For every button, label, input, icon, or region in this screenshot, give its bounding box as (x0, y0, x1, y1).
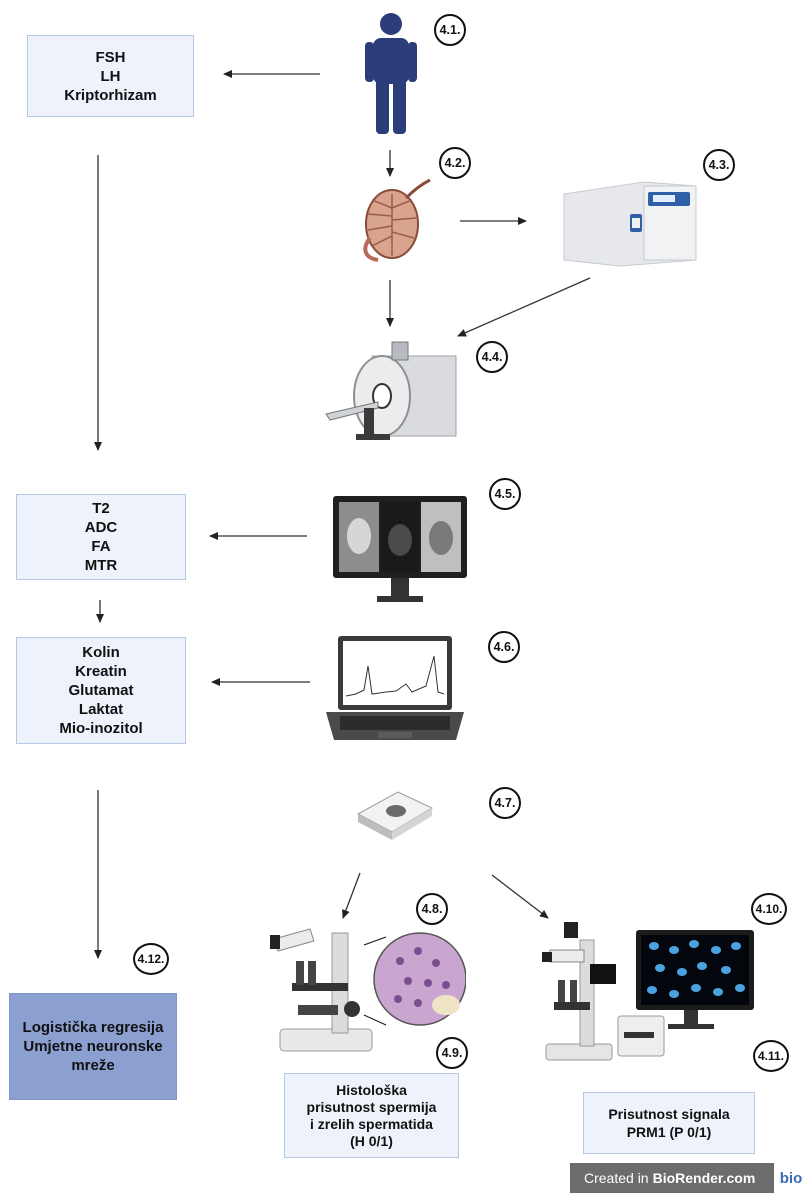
monitor-icon (333, 496, 467, 602)
box-line-prm1: PRM1 (P 0/1) (626, 1124, 712, 1140)
hormones-box: FSH LH Kriptorhizam (27, 35, 194, 117)
badge-4-3: 4.3. (703, 149, 735, 181)
arrow-scanner-to-microscope (342, 872, 361, 919)
fridge-icon (563, 181, 697, 267)
testis-icon (363, 178, 431, 262)
box-line-h01: (H 0/1) (350, 1132, 393, 1149)
slide-scanner-icon (356, 791, 434, 840)
box-line-zrelih-spermatida: i zrelih spermatida (310, 1115, 433, 1132)
box-line-kolin: Kolin (82, 644, 120, 661)
box-line-kriptorhizam: Kriptorhizam (64, 86, 157, 104)
box-line-fa: FA (91, 538, 111, 555)
box-line-lh: LH (100, 67, 121, 85)
box-line-kreatin: Kreatin (75, 663, 127, 680)
badge-4-5: 4.5. (489, 478, 521, 510)
box-line-prisutnost-signala: Prisutnost signala (608, 1106, 730, 1122)
arrow-scanner-to-fluorescence (491, 874, 549, 919)
box-line-logisticka: Logistička regresija (22, 1019, 164, 1036)
box-line-adc: ADC (84, 519, 118, 536)
box-line-fsh: FSH (95, 48, 126, 66)
badge-4-4: 4.4. (476, 341, 508, 373)
box-line-mreze: mreže (71, 1057, 115, 1074)
histology-box: Histološka prisutnost spermija i zrelih … (284, 1073, 459, 1158)
box-line-mio-inozitol: Mio-inozitol (59, 720, 143, 737)
footer-prefix: Created in (584, 1170, 649, 1186)
footer-brand: BioRender.com (652, 1170, 756, 1186)
box-line-mtr: MTR (84, 557, 118, 574)
badge-4-6: 4.6. (488, 631, 520, 663)
badge-4-8: 4.8. (416, 893, 448, 925)
box-line-histoloska: Histološka (336, 1081, 407, 1098)
mri-scanner-icon (325, 341, 457, 440)
biorender-footer: Created in BioRender.com bio (570, 1163, 808, 1193)
badge-4-1: 4.1. (434, 14, 466, 46)
badge-4-7: 4.7. (489, 787, 521, 819)
box-line-t2: T2 (92, 500, 110, 517)
laptop-icon (326, 636, 464, 740)
box-line-glutamat: Glutamat (68, 682, 134, 699)
biorender-logo-icon: bio (774, 1163, 808, 1193)
box-line-umjetne: Umjetne neuronske (23, 1038, 163, 1055)
metabolites-box: Kolin Kreatin Glutamat Laktat Mio-inozit… (16, 637, 186, 744)
arrow-fridge-to-mri (457, 277, 591, 337)
person-icon (365, 13, 417, 134)
microscope-icon (270, 928, 466, 1052)
badge-4-12: 4.12. (133, 943, 169, 975)
badge-4-10: 4.10. (751, 893, 787, 925)
badge-4-9: 4.9. (436, 1037, 468, 1069)
regression-box: Logistička regresija Umjetne neuronske m… (9, 993, 177, 1100)
badge-4-11: 4.11. (753, 1040, 789, 1072)
prm1-box: Prisutnost signala PRM1 (P 0/1) (583, 1092, 755, 1154)
badge-4-2: 4.2. (439, 147, 471, 179)
fluorescence-microscope-icon (542, 922, 754, 1061)
box-line-laktat: Laktat (78, 701, 124, 718)
box-line-prisutnost-spermija: prisutnost spermija (306, 1098, 437, 1115)
mri-params-box: T2 ADC FA MTR (16, 494, 186, 580)
